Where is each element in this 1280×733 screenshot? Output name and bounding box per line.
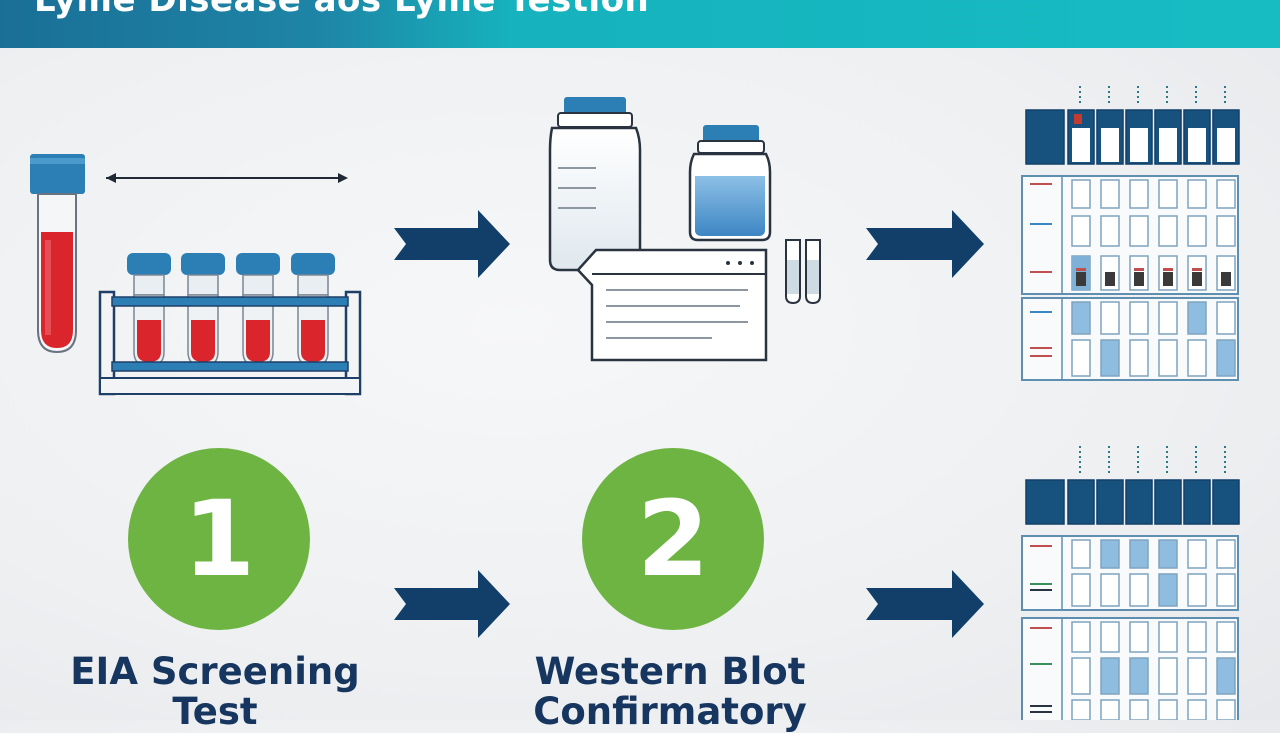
test-strip-icon (785, 239, 821, 305)
step-2-label: Western Blot Confirmatory (533, 650, 807, 733)
arrow-right-icon (866, 570, 984, 638)
step-1-number: 1 (182, 478, 256, 600)
arrow-right-icon (866, 210, 984, 278)
step-2-circle: 2 (582, 448, 764, 630)
step-2-number: 2 (636, 478, 710, 600)
reagent-bottles-icon (548, 97, 772, 272)
test-plate-icon (576, 248, 768, 362)
step-1-circle: 1 (128, 448, 310, 630)
banner-title: Lyme Disease aos Lyme Testion (34, 0, 650, 20)
blood-tube-icon (30, 154, 85, 354)
arrow-right-icon (394, 210, 510, 278)
title-banner: Lyme Disease aos Lyme Testion (0, 0, 1280, 48)
step-1-label: EIA Screening Test (70, 650, 360, 733)
measure-line-icon (106, 173, 348, 183)
arrow-right-icon (394, 570, 510, 638)
western-blot-grid-icon (1021, 446, 1240, 720)
western-blot-grid-icon (1021, 86, 1240, 381)
tube-rack-icon (98, 253, 362, 396)
